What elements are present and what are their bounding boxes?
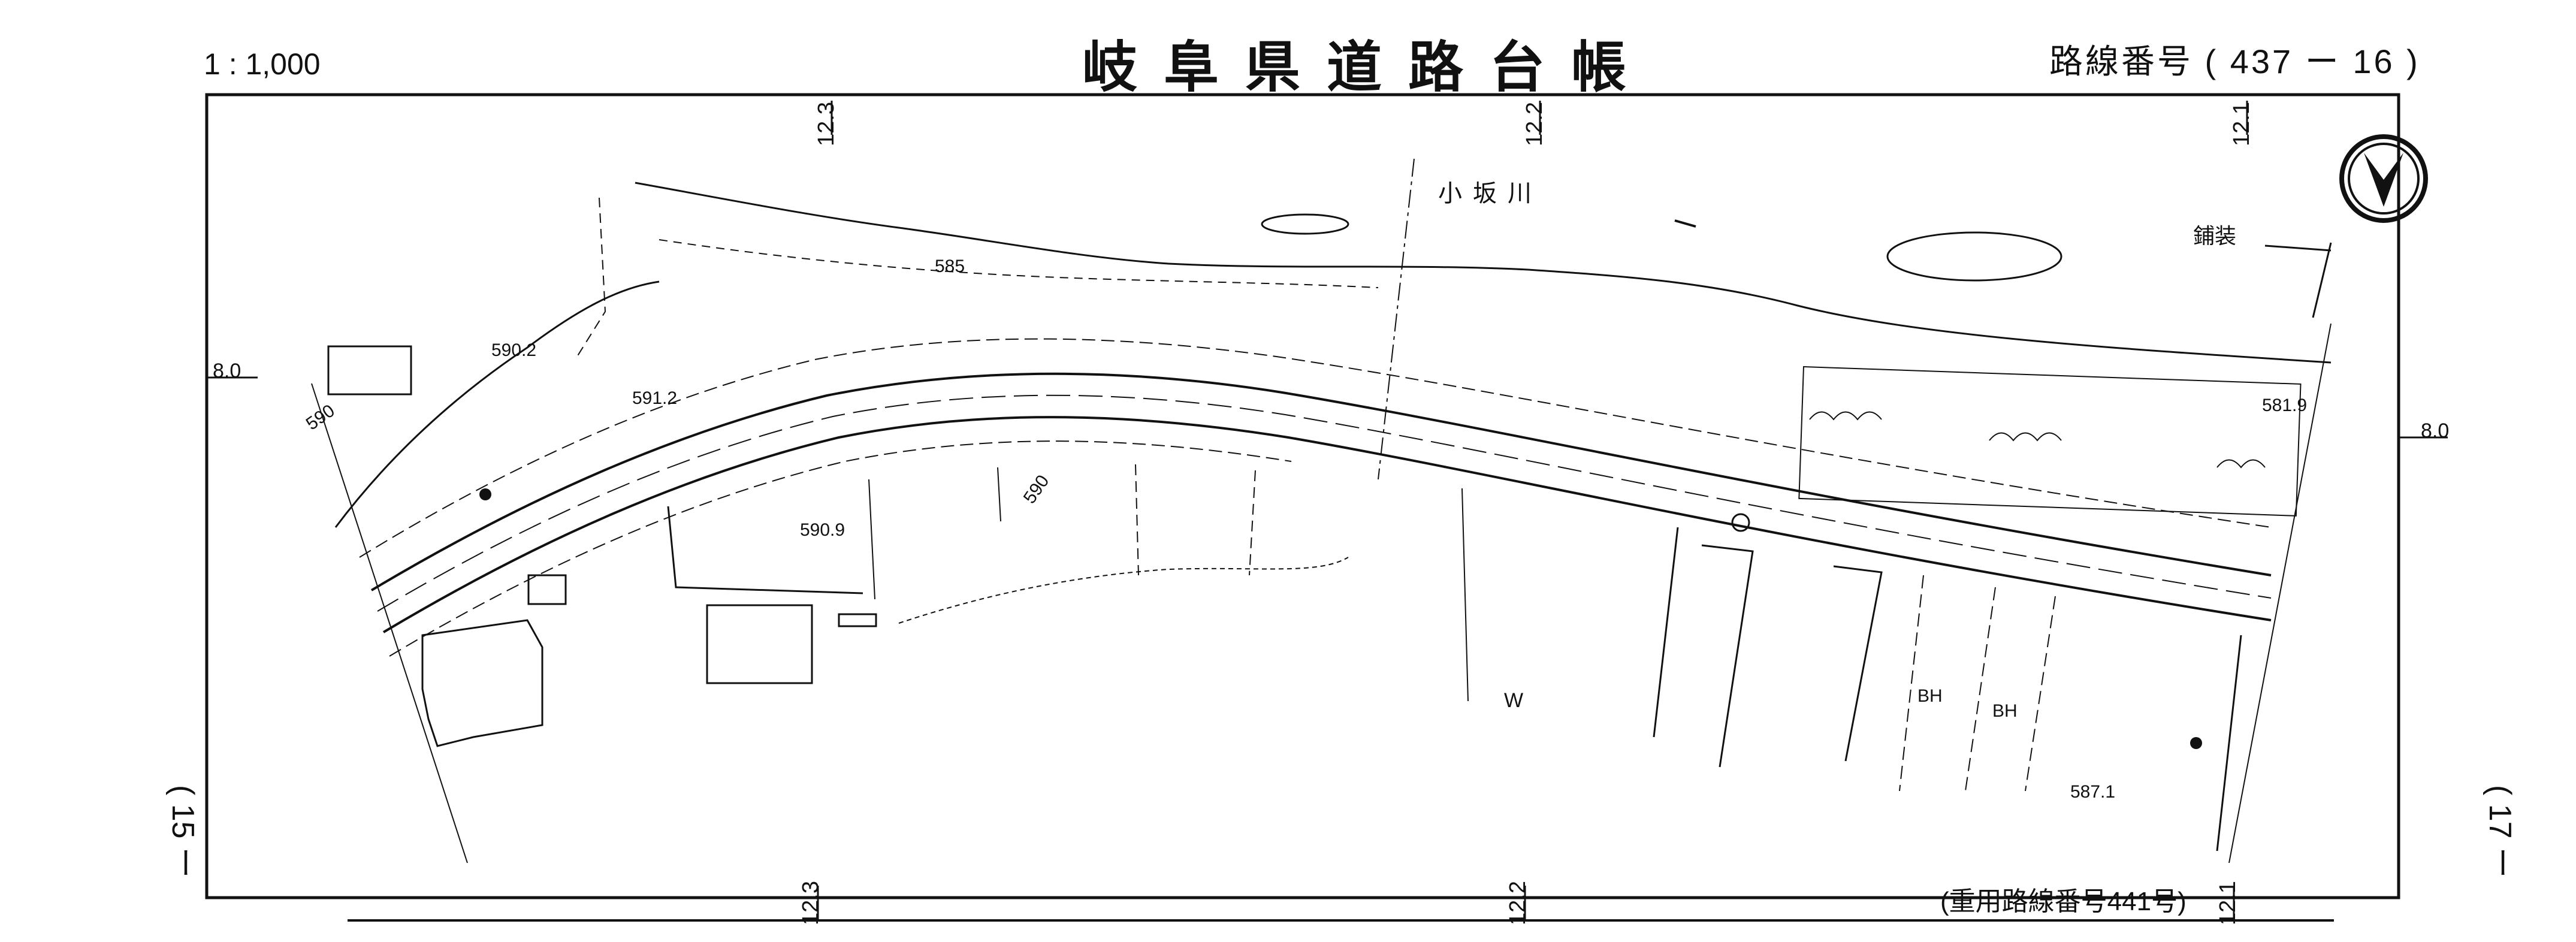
lot-2 [1833, 565, 1883, 762]
parcel-div-3 [1135, 464, 1139, 576]
distance-top-2: 12.2 [1522, 102, 1547, 146]
lot-5 [2025, 596, 2056, 792]
lot-1 [1701, 544, 1754, 768]
parcel-div-4 [1249, 470, 1256, 576]
road-edge-north [370, 372, 2272, 591]
borehole-label-2: BH [1992, 701, 2018, 721]
river-axis [1378, 158, 1415, 480]
contour-585: 585 [935, 256, 965, 276]
distance-top-3: 12.1 [2229, 102, 2254, 146]
sandbar [1886, 231, 2062, 282]
adjacent-sheet-left: ( 15 ー [165, 785, 200, 879]
building-narrow [838, 613, 877, 627]
benchmark-point [479, 488, 491, 500]
parcel-div-2 [997, 467, 1001, 522]
contour-line [659, 239, 1379, 288]
building-lower-left [421, 619, 543, 747]
map-title: 岐阜県道路台帳 [1082, 35, 1653, 99]
map-scale: 1 : 1,000 [204, 47, 321, 81]
parcel-div-6 [1653, 527, 1679, 738]
slope-path [334, 280, 660, 528]
distance-bottom-1: 12.3 [798, 881, 823, 925]
elevation-590-2: 590.2 [491, 340, 537, 360]
manhole-symbol [1731, 513, 1750, 532]
pavement-label: 鋪装 [2193, 224, 2237, 248]
adjacent-sheet-right: ( 17 ー [2483, 785, 2517, 879]
building-top-left [327, 345, 412, 395]
pavement-arrow [2264, 244, 2332, 252]
flow-arrow [1674, 219, 1696, 228]
north-arrow-icon [2339, 134, 2428, 223]
elevation-590-9: 590.9 [800, 520, 845, 540]
hedge-line [898, 557, 1349, 624]
offset-right: 8.0 [2421, 419, 2450, 442]
river-bank-upper [635, 182, 2332, 364]
sheet-edge-left [311, 383, 468, 864]
sheet-edge-right [2228, 323, 2332, 864]
road-centre-line [377, 394, 2272, 612]
offset-left: 8.0 [213, 360, 241, 382]
river-label: 小坂川 [1438, 180, 1542, 207]
track-dashed [575, 197, 606, 360]
map-frame [205, 93, 2400, 899]
small-island [1261, 213, 1349, 235]
elevation-591-2: 591.2 [632, 388, 678, 408]
elevation-587-1: 587.1 [2070, 782, 2116, 802]
road-shoulder-north [359, 338, 2272, 558]
embankment-symbols [1809, 411, 2266, 469]
embankment-band [1798, 366, 2302, 517]
road-edge-south [382, 416, 2272, 633]
route-number: 路線番号 ( 437 ー 16 ) [2049, 43, 2420, 80]
well-label: W [1504, 689, 1524, 712]
parcel-div-5 [1461, 488, 1469, 702]
distance-bottom-3: 12.1 [2215, 881, 2240, 925]
shared-route-note: (重用路線番号441号) [1940, 887, 2187, 916]
building-small [527, 574, 567, 605]
borehole-label-1: BH [1917, 686, 1943, 706]
lot-4 [1965, 587, 1996, 792]
pavement-leader [2312, 242, 2332, 318]
distance-top-1: 12.3 [814, 102, 839, 146]
elevation-581-9: 581.9 [2262, 395, 2308, 415]
lot-6 [2216, 635, 2242, 852]
lot-3 [1899, 575, 1924, 792]
building-lower-mid [706, 604, 813, 684]
distance-bottom-2: 12.2 [1505, 881, 1530, 925]
parcel-1 [667, 506, 863, 594]
parcel-div-1 [868, 479, 875, 600]
road-shoulder-south [389, 440, 1292, 657]
benchmark-point-2 [2190, 737, 2202, 749]
